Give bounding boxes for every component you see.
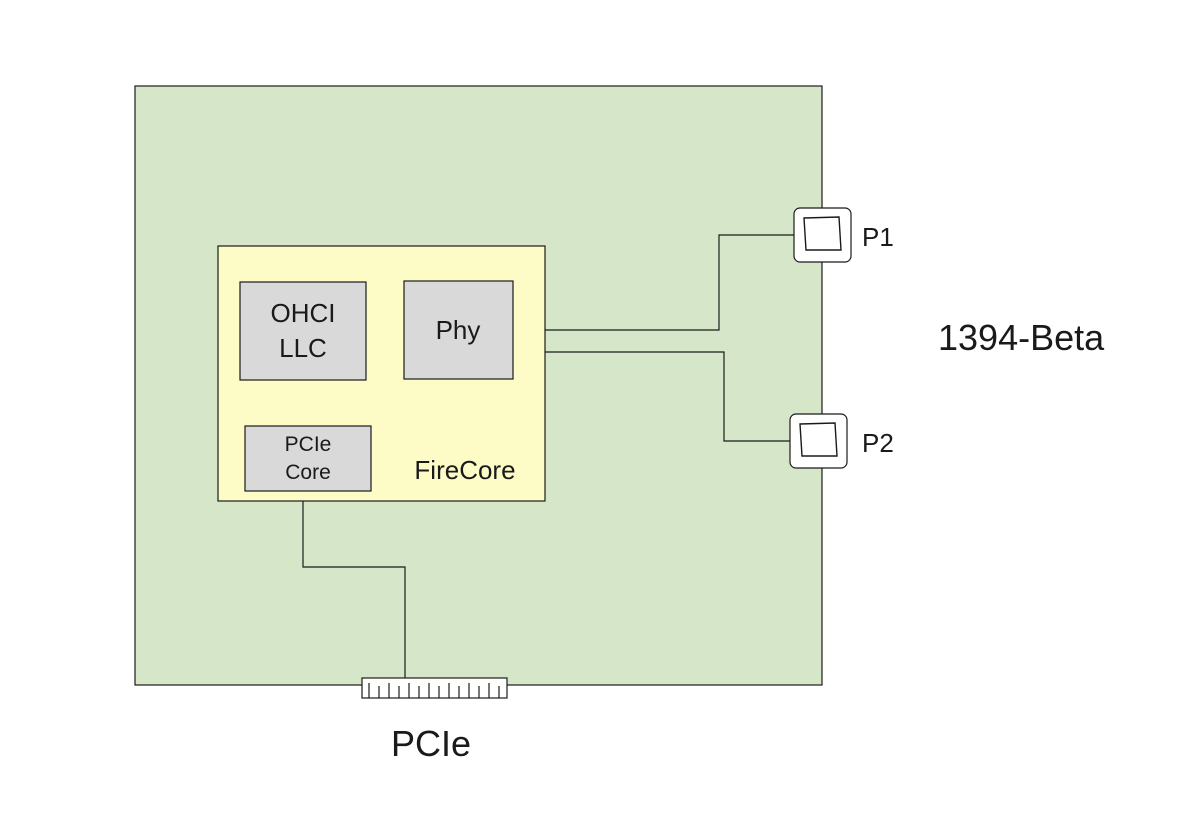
wire-pcie-core-connector (302, 491, 406, 678)
port-p1-icon (793, 207, 852, 263)
wire-phy-p1 (513, 234, 796, 331)
wires (302, 234, 796, 678)
ohci-llc-label-line1: OHCI (271, 298, 336, 328)
pcie-connector-label: PCIe (391, 723, 471, 764)
phy-block (403, 280, 514, 380)
port-p2-icon (789, 413, 848, 469)
pcie-connector-icon (361, 677, 508, 699)
wire-phy-p2 (513, 351, 792, 442)
firecore-label: FireCore (414, 455, 515, 485)
ohci-llc-block (239, 281, 367, 381)
port-p1-label: P1 (862, 222, 894, 252)
port-p2-label: P2 (862, 428, 894, 458)
pcie-core-label-line2: Core (285, 461, 331, 484)
ohci-llc-label-line2: LLC (279, 333, 327, 363)
phy-label: Phy (436, 315, 481, 345)
board-label: 1394-Beta (938, 317, 1105, 358)
pcie-core-label-line1: PCIe (285, 433, 332, 456)
pcie-core-block (244, 425, 372, 492)
